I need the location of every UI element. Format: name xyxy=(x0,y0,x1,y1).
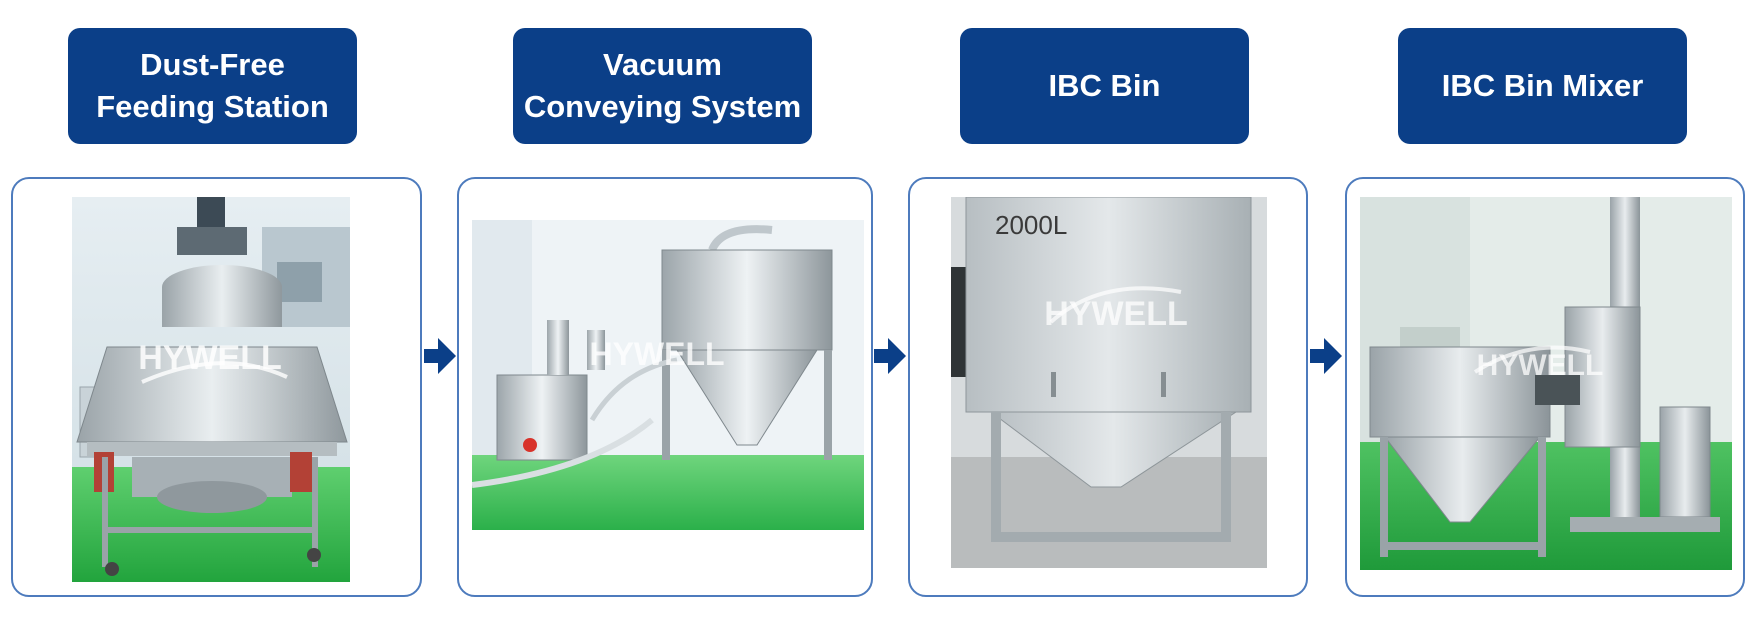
step-title-ibc-bin-mixer: IBC Bin Mixer xyxy=(1398,28,1687,144)
step-title-dust-free-feeding-station: Dust-Free Feeding Station xyxy=(68,28,357,144)
title-line: Vacuum xyxy=(603,47,722,82)
ibc-bin-mixer-photo: HYWELL xyxy=(1360,197,1732,570)
bin-capacity-label: 2000L xyxy=(995,210,1068,240)
step-title-vacuum-conveying-system: Vacuum Conveying System xyxy=(513,28,812,144)
arrow-right-icon xyxy=(1310,338,1342,374)
ibc-bin-photo: HYWELL xyxy=(951,197,1267,568)
arrow-right-icon xyxy=(874,338,906,374)
title-line: IBC Bin xyxy=(1048,68,1161,103)
vacuum-conveying-photo: HYWELL xyxy=(472,220,864,530)
watermark-logo: HYWELL xyxy=(1044,295,1188,333)
arrow-right-icon xyxy=(424,338,456,374)
step-title-ibc-bin: IBC Bin xyxy=(960,28,1249,144)
title-line: IBC Bin Mixer xyxy=(1441,68,1644,103)
watermark-logo: HYWELL xyxy=(138,339,282,377)
watermark-logo: HYWELL xyxy=(1477,349,1604,382)
feeding-station-photo: HYWELL xyxy=(72,197,350,582)
watermark-logo: HYWELL xyxy=(589,336,724,372)
title-line: Feeding Station xyxy=(96,89,329,124)
title-line: Conveying System xyxy=(523,89,802,124)
title-line: Dust-Free xyxy=(140,47,285,82)
